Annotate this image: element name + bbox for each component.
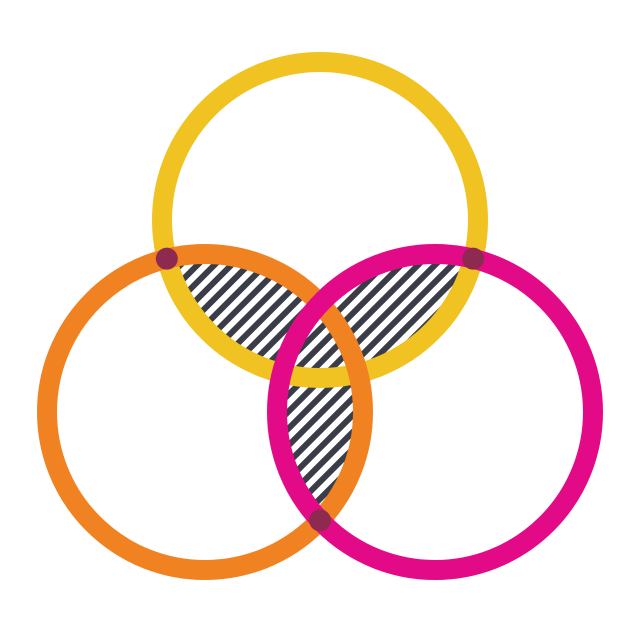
circle-left-ring xyxy=(37,244,373,580)
ring-overlap-top-right xyxy=(462,247,485,270)
overlap-top-left xyxy=(162,254,363,378)
ring-overlap-top-left xyxy=(155,247,178,270)
overlap-top-right xyxy=(277,254,478,378)
circle-right-ring xyxy=(267,244,603,580)
circle-top-ring xyxy=(152,52,488,388)
ring-overlap-left-right xyxy=(309,509,331,532)
